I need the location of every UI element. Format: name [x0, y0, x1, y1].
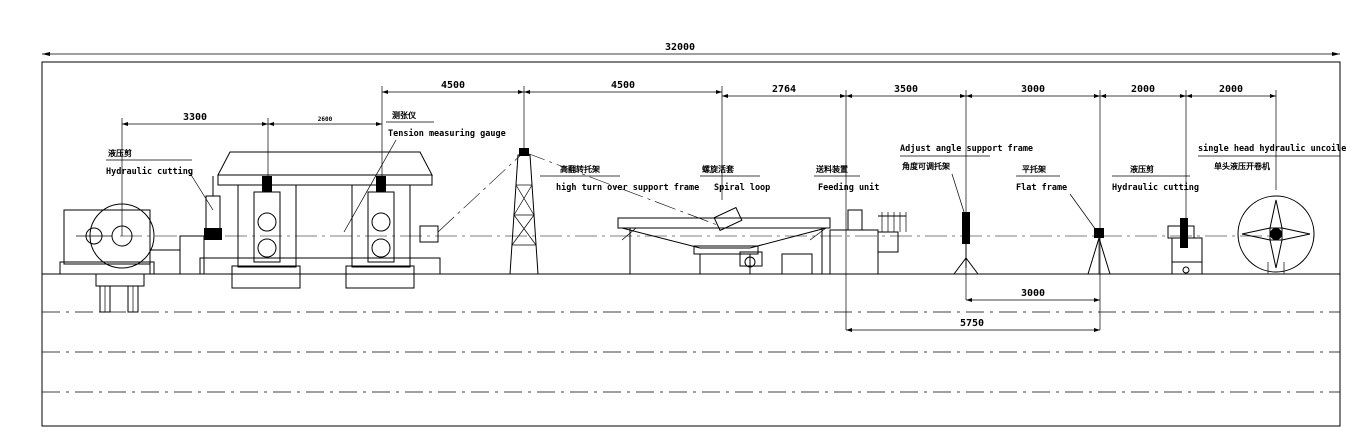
dimension-chain-top [121, 86, 1277, 330]
flat-frame [1087, 228, 1111, 275]
dim-5750: 5750 [960, 318, 984, 329]
dim-4500-a: 4500 [441, 80, 465, 91]
label-adjust-angle-cn: 角度可调托架 [902, 161, 950, 171]
hydraulic-cutting-right [1167, 218, 1203, 274]
feeding-unit [829, 209, 907, 275]
label-feeding-unit-cn: 送料装置 [815, 164, 848, 174]
dim-3000-top: 3000 [1021, 84, 1045, 95]
spiral-loop [617, 206, 831, 275]
dim-2000-b: 2000 [1219, 84, 1243, 95]
label-spiral-loop-cn: 螺旋活套 [702, 164, 735, 174]
recoiler-machine [59, 203, 181, 313]
label-hydraulic-cutting-right-cn: 液压剪 [1130, 164, 1154, 174]
label-flat-frame-en: Flat frame [1016, 183, 1067, 193]
label-feeding-unit-en: Feeding unit [818, 182, 879, 193]
uncoiler [1237, 195, 1315, 275]
label-adjust-angle-en: Adjust angle support frame [900, 143, 1033, 154]
label-flat-frame-cn: 平托架 [1022, 164, 1046, 174]
label-tension-gauge-cn: 测张仪 [392, 110, 417, 120]
dim-4500-b: 4500 [611, 80, 635, 91]
label-spiral-loop-en: Spiral loop [714, 182, 770, 193]
dimension-ticks [122, 90, 1276, 126]
label-high-turn-en: high turn over support frame [556, 182, 699, 193]
label-hydraulic-cutting-left-en: Hydraulic cutting [106, 166, 193, 177]
mill-stands [199, 151, 441, 289]
drawing-border [41, 61, 1341, 427]
label-hydraulic-cutting-left-cn: 液压剪 [108, 148, 132, 158]
label-tension-gauge-en: Tension measuring gauge [388, 128, 506, 139]
overall-dimension: 32000 [42, 42, 1340, 56]
label-high-turn-cn: 高翻转托架 [560, 164, 600, 174]
label-uncoiler-cn: 单头液压开卷机 [1214, 161, 1270, 171]
dim-3300: 3300 [183, 112, 207, 123]
dim-3500: 3500 [894, 84, 918, 95]
label-hydraulic-cutting-right-en: Hydraulic cutting [1112, 182, 1199, 193]
overall-length-text: 32000 [665, 42, 695, 53]
dim-2600: 2600 [318, 116, 333, 123]
dim-3000-bottom: 3000 [1021, 288, 1045, 299]
dimension-chain-bottom [846, 298, 1100, 332]
dim-2000-a: 2000 [1131, 84, 1155, 95]
dim-2764: 2764 [772, 84, 796, 95]
adjust-angle-frame [953, 212, 979, 275]
high-turn-over-frame [437, 148, 721, 275]
label-uncoiler-en: single head hydraulic uncoiler [1198, 143, 1346, 154]
hydraulic-cutting-left [179, 169, 222, 275]
